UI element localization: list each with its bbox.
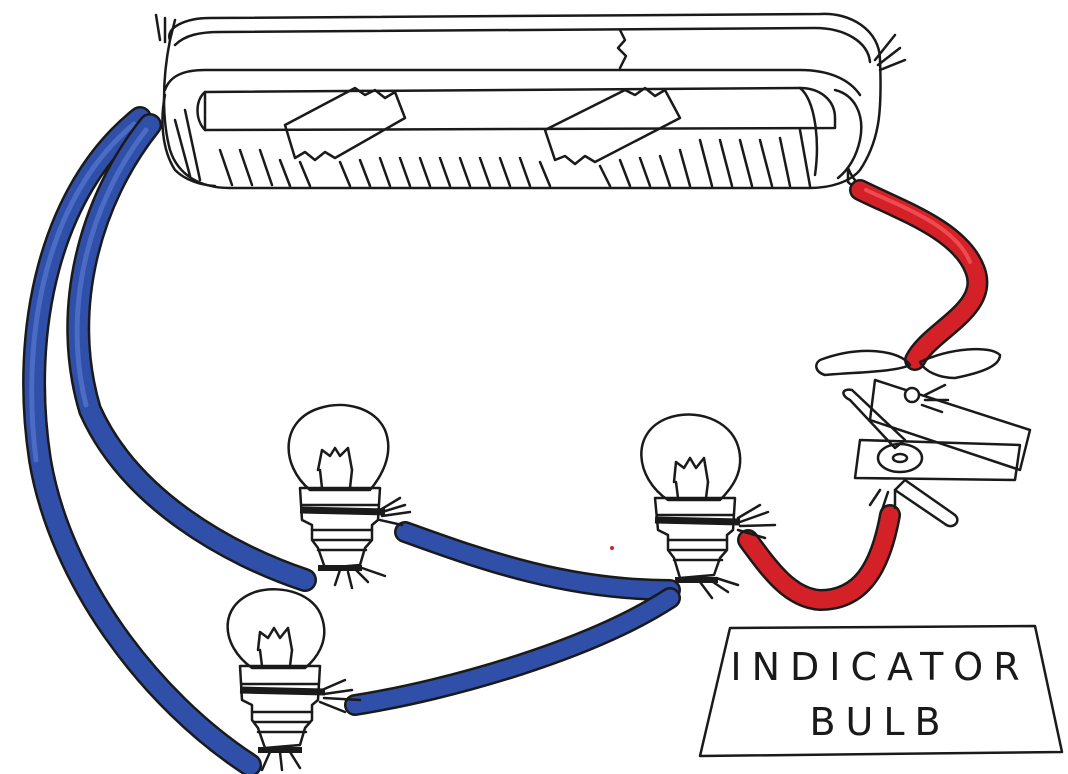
bulb-middle	[641, 414, 775, 598]
paper-speck	[610, 546, 614, 550]
crocodile-clip	[816, 349, 1030, 526]
label-line-2: BULB	[809, 700, 950, 744]
battery-tube	[156, 14, 905, 188]
label-card: INDICATOR BULB	[700, 626, 1062, 756]
bulb-bottom	[228, 589, 360, 770]
blue-wire	[32, 118, 670, 765]
label-line-1: INDICATOR	[730, 645, 1029, 689]
red-wire	[748, 190, 977, 600]
bulb-left	[289, 405, 410, 588]
